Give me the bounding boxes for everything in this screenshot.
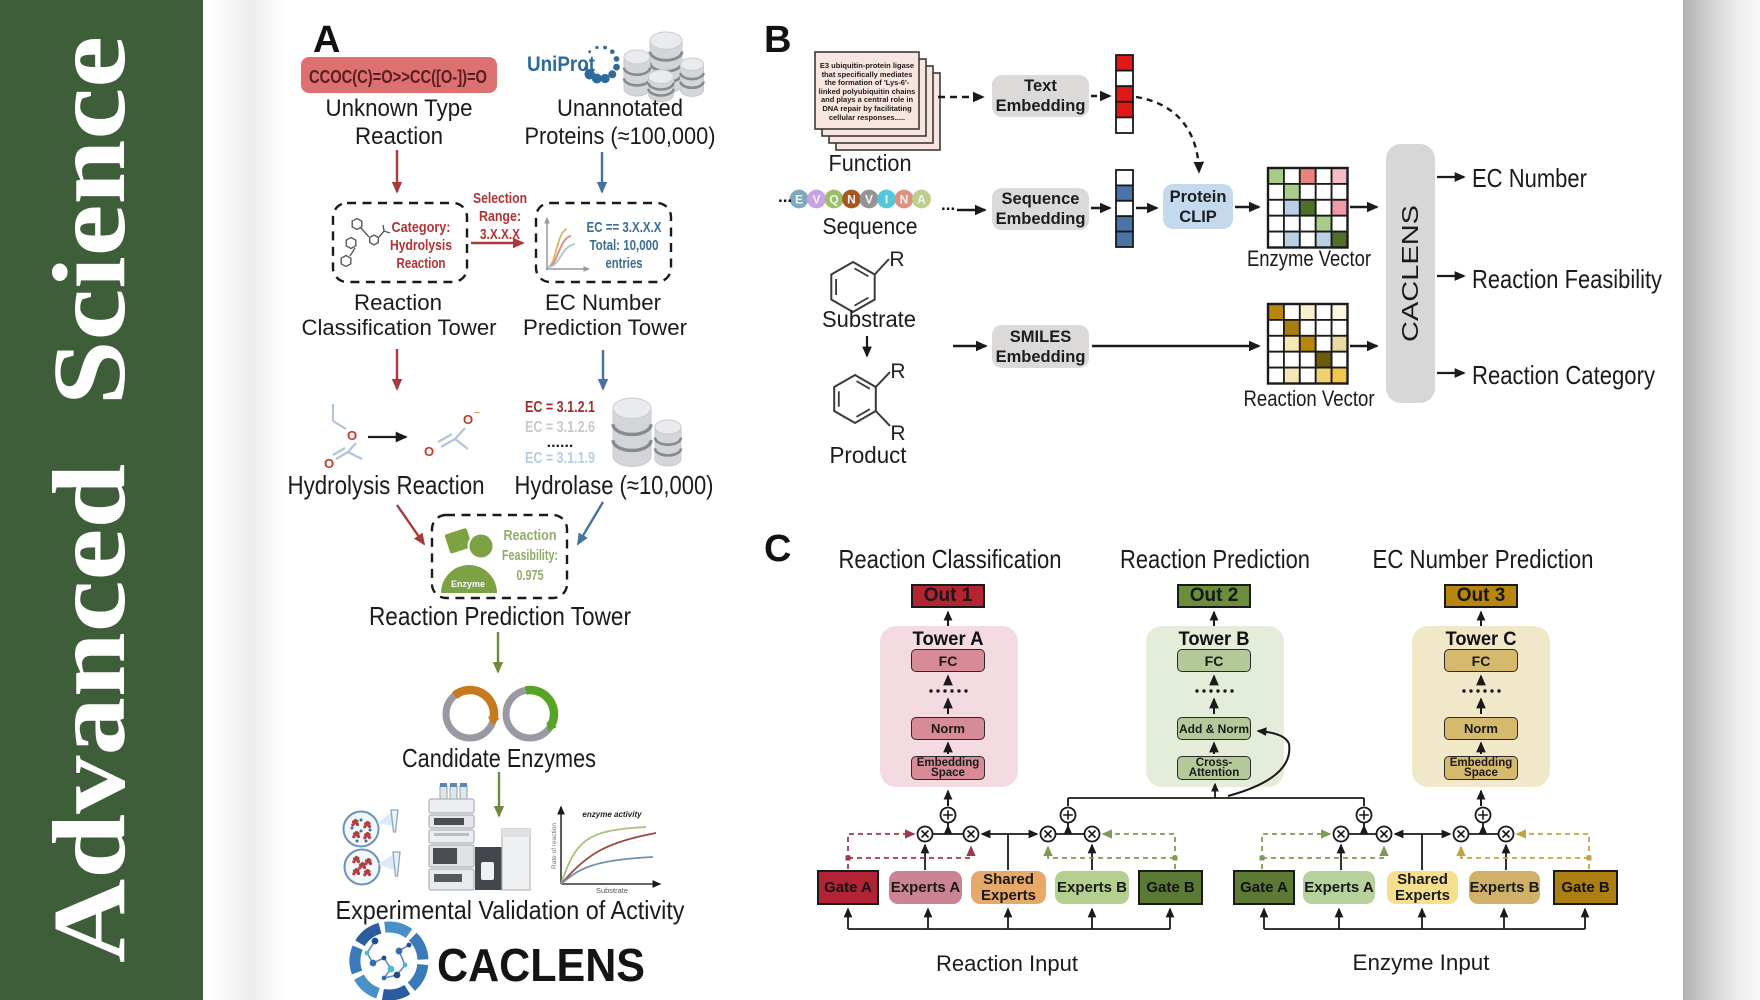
svg-text:Tower B: Tower B [1179, 629, 1250, 650]
svg-text:...: ... [778, 187, 792, 206]
svg-text:N: N [900, 193, 909, 207]
svg-text:C: C [764, 528, 791, 570]
svg-text:Tower C: Tower C [1446, 629, 1517, 650]
svg-text:UniProt: UniProt [527, 53, 595, 76]
svg-text:Reaction: Reaction [355, 123, 443, 150]
svg-text:I: I [885, 193, 888, 207]
svg-text:Reaction Feasibility: Reaction Feasibility [1472, 264, 1662, 294]
svg-text:R: R [890, 422, 905, 445]
svg-text:CACLENS: CACLENS [1397, 205, 1423, 342]
svg-text:Q: Q [829, 193, 838, 207]
svg-text:Reaction Input: Reaction Input [936, 951, 1078, 976]
svg-text:EC = 3.1.2.6: EC = 3.1.2.6 [525, 419, 595, 436]
svg-text:O: O [347, 428, 357, 443]
svg-text:entries: entries [606, 255, 643, 272]
svg-text:E: E [795, 193, 803, 207]
svg-text:Substrate: Substrate [596, 886, 628, 895]
svg-text:enzyme activity: enzyme activity [582, 810, 642, 819]
svg-text:O: O [324, 456, 334, 471]
svg-text:Prediction Tower: Prediction Tower [523, 315, 687, 340]
svg-text:Reaction: Reaction [397, 255, 446, 272]
svg-text:O: O [424, 444, 434, 459]
svg-text:Unannotated: Unannotated [557, 95, 683, 122]
svg-text:A: A [313, 19, 340, 61]
svg-text:Total: 10,000: Total: 10,000 [590, 237, 659, 254]
svg-text:EC Number: EC Number [545, 290, 661, 315]
svg-text:CCOC(C)=O>>CC([O-])=O: CCOC(C)=O>>CC([O-])=O [309, 67, 487, 87]
svg-text:EC Number Prediction: EC Number Prediction [1373, 544, 1594, 574]
svg-text:V: V [812, 193, 820, 207]
svg-text:N: N [847, 193, 856, 207]
svg-text:Function: Function [829, 150, 912, 176]
svg-text:O: O [463, 412, 473, 427]
svg-text:...: ... [941, 195, 955, 214]
svg-text:Enzyme Vector: Enzyme Vector [1247, 246, 1371, 271]
svg-text:3.X.X.X: 3.X.X.X [480, 226, 520, 243]
svg-text:Proteins (≈100,000): Proteins (≈100,000) [525, 123, 716, 150]
svg-text:Range:: Range: [479, 208, 521, 225]
svg-text:Enzyme Input: Enzyme Input [1353, 950, 1490, 975]
svg-text:Classification Tower: Classification Tower [302, 315, 497, 340]
svg-text:−: − [474, 408, 480, 419]
svg-text:Candidate Enzymes: Candidate Enzymes [402, 743, 596, 773]
svg-text:Reaction Category: Reaction Category [1472, 360, 1655, 390]
svg-text:......: ...... [547, 434, 574, 451]
svg-text:A: A [917, 193, 926, 207]
svg-text:Reaction Vector: Reaction Vector [1244, 386, 1375, 411]
svg-text:Hydrolysis Reaction: Hydrolysis Reaction [288, 470, 485, 500]
svg-text:EC = 3.1.1.9: EC = 3.1.1.9 [525, 450, 595, 467]
svg-text:Reaction Prediction Tower: Reaction Prediction Tower [369, 601, 631, 631]
svg-text:Reaction Classification: Reaction Classification [839, 544, 1062, 574]
svg-text:Tower A: Tower A [913, 629, 984, 650]
svg-text:B: B [764, 19, 791, 61]
svg-text:Reaction: Reaction [504, 527, 557, 544]
svg-text:CACLENS: CACLENS [437, 939, 645, 991]
svg-text:Selection: Selection [473, 190, 527, 207]
svg-text:Feasibility:: Feasibility: [502, 547, 558, 564]
svg-text:Substrate: Substrate [822, 306, 916, 332]
svg-text:EC == 3.X.X.X: EC == 3.X.X.X [587, 219, 662, 236]
svg-text:Reaction Prediction: Reaction Prediction [1120, 544, 1310, 574]
svg-text:V: V [865, 193, 873, 207]
svg-text:Reaction: Reaction [354, 290, 442, 315]
svg-text:R: R [889, 248, 904, 271]
svg-text:Enzyme: Enzyme [451, 579, 485, 589]
svg-text:Experimental Validation of Act: Experimental Validation of Activity [336, 895, 685, 925]
svg-text:Sequence: Sequence [823, 213, 918, 239]
svg-text:Product: Product [830, 442, 908, 468]
svg-text:Hydrolysis: Hydrolysis [390, 237, 452, 254]
svg-text:Advanced Science: Advanced Science [32, 36, 147, 963]
svg-text:0.975: 0.975 [517, 567, 544, 584]
svg-text:EC Number: EC Number [1472, 163, 1587, 193]
svg-text:Rate of reaction: Rate of reaction [551, 823, 558, 869]
svg-text:EC = 3.1.2.1: EC = 3.1.2.1 [525, 399, 595, 416]
svg-text:Hydrolase (≈10,000): Hydrolase (≈10,000) [515, 470, 714, 500]
svg-text:Category:: Category: [392, 219, 451, 236]
svg-text:R: R [890, 360, 905, 383]
svg-text:Unknown Type: Unknown Type [326, 95, 473, 122]
